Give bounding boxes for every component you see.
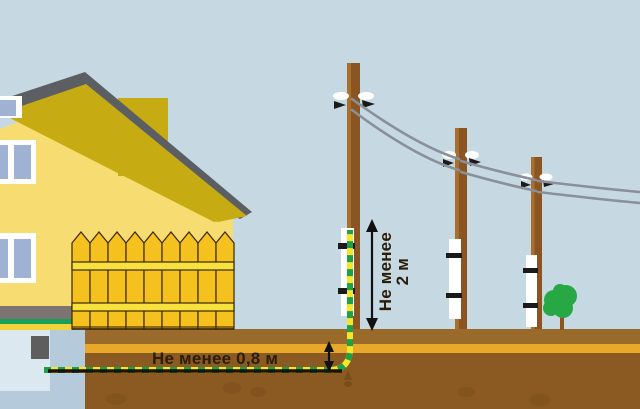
height-measurement-arrow [366,219,378,331]
fence-pickets [71,231,235,330]
ground-deep-layer [0,353,640,409]
height-label-line2: 2 м [393,257,413,286]
foundation-gray-band [0,306,76,323]
foundation-green-band [0,319,76,326]
power-lines [350,97,640,205]
height-label-line1: Не менее [376,232,395,312]
shrub [543,284,577,330]
roof-front-plane [4,84,247,222]
depth-measurement-arrow [324,341,334,372]
fence-rail-upper [71,261,235,271]
fence-base-line [72,326,234,330]
depth-label: Не менее 0,8 м [152,349,279,368]
window-gable [0,96,22,118]
soil-texture [106,370,551,406]
window-lower-left [0,233,36,283]
basement-equipment-box [31,336,49,359]
fence-rail-lower [71,302,235,312]
height-label: Не менее 2 м [376,232,413,312]
fence [71,231,235,330]
foundation-yellow-band [0,324,76,330]
window-upper-left [0,140,36,184]
